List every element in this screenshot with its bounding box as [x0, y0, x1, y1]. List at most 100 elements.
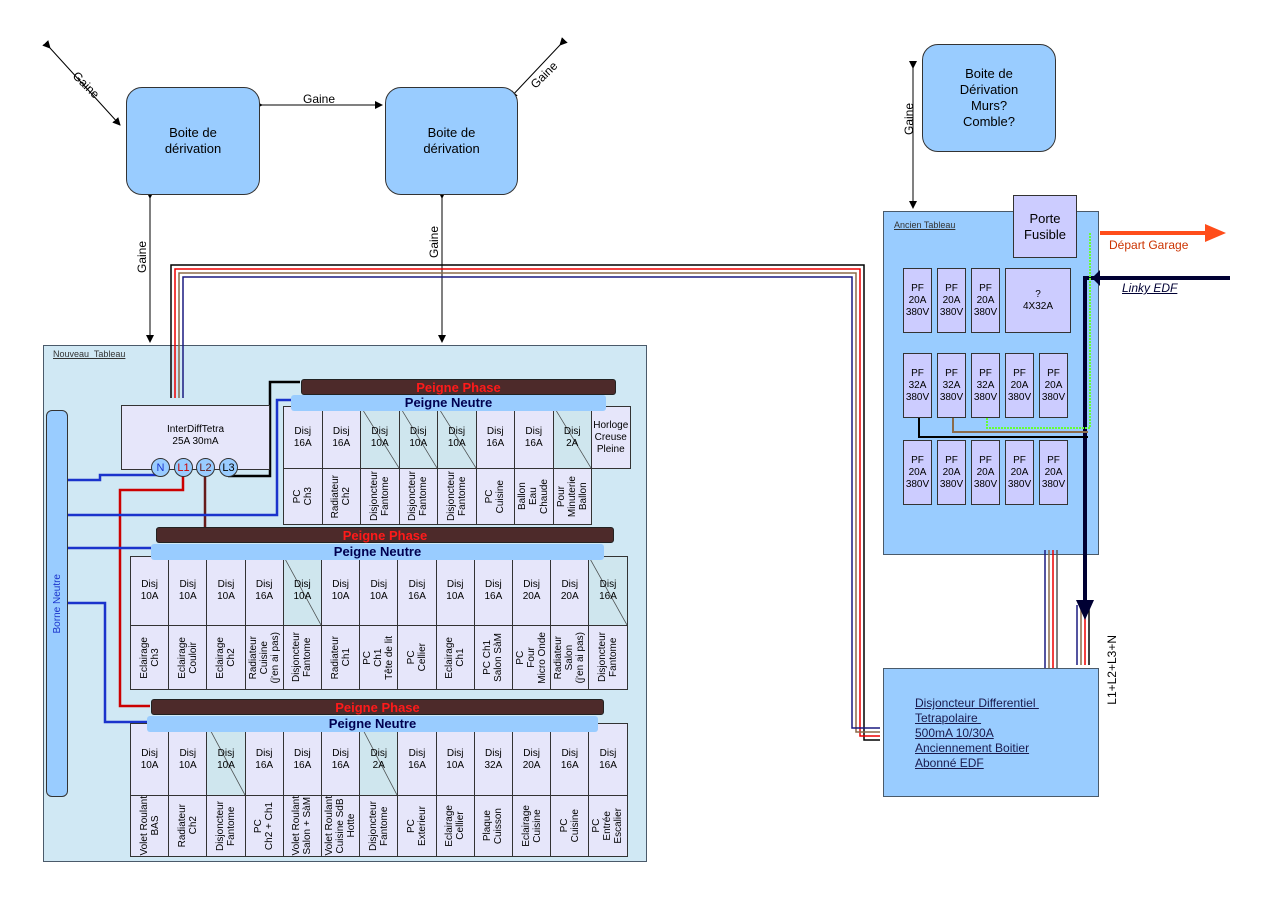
interdiff-label: InterDiffTetra 25A 30mA: [166, 424, 225, 447]
terminal-l3[interactable]: L3: [219, 458, 238, 477]
circuit-label: Eclairage Cuisine: [520, 805, 543, 847]
breaker[interactable]: Disj 10A: [398, 406, 438, 469]
breaker[interactable]: Disj 10A: [168, 556, 208, 626]
terminal-l2[interactable]: L2: [196, 458, 215, 477]
circuit-label: Disjoncteur Fantome: [214, 800, 237, 852]
peigne-neutre: Peigne Neutre: [291, 395, 606, 411]
fuse-holder: PF 20A 380V: [903, 440, 932, 505]
breaker[interactable]: Disj 10A: [435, 556, 475, 626]
breaker-circuit: Radiateur Ch1: [321, 625, 361, 690]
nouveau-tableau-title: Nouveau Tableau: [53, 349, 126, 359]
breaker-circuit: PC Cuisine: [475, 468, 515, 525]
breaker-circuit: Disjoncteur Fantome: [359, 795, 399, 857]
circuit-label: Volet Roulant BAS: [138, 796, 161, 856]
breaker[interactable]: Disj 10A: [168, 723, 208, 796]
fuse-holder: PF 20A 380V: [1039, 440, 1068, 505]
breaker[interactable]: Disj 16A: [397, 556, 437, 626]
gaine-label: Gaine: [427, 225, 442, 259]
circuit-label: Radiateur Salon (j'en ai pas): [553, 631, 587, 684]
breaker[interactable]: Disj 16A: [588, 556, 628, 626]
circuit-label: PC Ch1 Tête de lit: [362, 635, 396, 680]
breaker[interactable]: Disj 32A: [473, 723, 513, 796]
circuit-label: Radiateur Ch2: [176, 804, 199, 848]
breaker[interactable]: Disj 16A: [321, 406, 361, 469]
breaker-circuit: Disjoncteur Fantome: [437, 468, 477, 525]
breaker[interactable]: Horloge Creuse Pleine: [591, 406, 631, 469]
fuse-holder: PF 20A 380V: [971, 268, 1000, 333]
breaker[interactable]: Disj 16A: [244, 556, 284, 626]
breaker[interactable]: Disj 16A: [321, 723, 361, 796]
circuit-label: Eclairage Couloir: [176, 636, 199, 679]
circuit-label: PC Cellier: [405, 643, 428, 672]
fuse-holder: PF 32A 380V: [971, 353, 1000, 418]
breaker[interactable]: Disj 10A: [206, 723, 246, 796]
breaker[interactable]: Disj 10A: [130, 556, 170, 626]
breaker-circuit: Volet Roulant Cuisine SdB Hotte: [321, 795, 361, 857]
breaker[interactable]: Disj 16A: [514, 406, 554, 469]
breaker[interactable]: Disj 10A: [321, 556, 361, 626]
breaker[interactable]: Disj 16A: [588, 723, 628, 796]
gaine-label: Gaine: [902, 102, 917, 136]
derivation-box-murs-comble: Boite de Dérivation Murs? Comble?: [922, 44, 1056, 152]
terminal-l1[interactable]: L1: [174, 458, 193, 477]
fuse-holder: PF 20A 380V: [903, 268, 932, 333]
disjoncteur-edf: Disjoncteur Differentiel Tetrapolaire 50…: [883, 668, 1099, 797]
breaker[interactable]: Disj 20A: [512, 723, 552, 796]
breaker[interactable]: Disj 16A: [282, 723, 322, 796]
gaine-label: Gaine: [303, 92, 336, 106]
breaker-circuit: PC Entrée Escalier: [588, 795, 628, 857]
breaker[interactable]: Disj 20A: [512, 556, 552, 626]
breaker[interactable]: Disj 10A: [360, 406, 400, 469]
peigne-phase: Peigne Phase: [156, 527, 614, 543]
fuse-holder: PF 20A 380V: [971, 440, 1000, 505]
circuit-label: Eclairage Ch1: [444, 636, 467, 679]
terminal-n[interactable]: N: [151, 458, 170, 477]
circuit-label: Volet Roulant Cuisine SdB Hotte: [324, 796, 358, 856]
interdiff-tetra[interactable]: InterDiffTetra 25A 30mA: [121, 405, 270, 470]
fuse-holder: PF 32A 380V: [903, 353, 932, 418]
breaker-circuit: Volet Roulant BAS: [130, 795, 170, 857]
breaker[interactable]: Disj 10A: [359, 556, 399, 626]
breaker-circuit: Eclairage Ch3: [130, 625, 170, 690]
breaker-circuit: Disjoncteur Fantome: [398, 468, 438, 525]
fuse-holder: PF 20A 380V: [937, 440, 966, 505]
fuse-holder: PF 20A 380V: [937, 268, 966, 333]
circuit-label: Pour Minuterie Ballon: [555, 475, 589, 518]
breaker[interactable]: Disj 16A: [244, 723, 284, 796]
circuit-label: Ballon Eau Chaude: [517, 478, 551, 515]
gaine-label: Gaine: [135, 240, 150, 274]
breaker[interactable]: Disj 16A: [397, 723, 437, 796]
breaker-circuit: Ballon Eau Chaude: [514, 468, 554, 525]
circuit-label: Volet Roulant Salon + SàM: [291, 796, 314, 856]
breaker[interactable]: Disj 16A: [475, 406, 515, 469]
breaker[interactable]: Disj 16A: [550, 723, 590, 796]
breaker[interactable]: Disj 16A: [283, 406, 323, 469]
derivation-box: Boite de dérivation: [126, 87, 260, 195]
breaker-circuit: Eclairage Couloir: [168, 625, 208, 690]
breaker[interactable]: Disj 2A: [359, 723, 399, 796]
circuit-label: PC Ch1 Salon SàM: [482, 633, 505, 682]
breaker-circuit: Eclairage Ch1: [435, 625, 475, 690]
breaker[interactable]: Disj 10A: [282, 556, 322, 626]
circuit-label: Radiateur Ch1: [329, 635, 352, 680]
breaker[interactable]: Disj 16A: [473, 556, 513, 626]
circuit-label: PC Ch2 + Ch1: [253, 801, 276, 851]
fuse-holder: PF 32A 380V: [937, 353, 966, 418]
breaker[interactable]: Disj 2A: [552, 406, 592, 469]
breaker-circuit: Radiateur Cuisine (j'en ai pas): [244, 625, 284, 690]
gaine-arrows: [42, 37, 917, 343]
derivation-box: Boite de dérivation: [385, 87, 518, 195]
depart-garage-label: Départ Garage: [1109, 238, 1189, 252]
breaker[interactable]: Disj 10A: [435, 723, 475, 796]
breaker[interactable]: Disj 10A: [437, 406, 477, 469]
breaker[interactable]: Disj 10A: [130, 723, 170, 796]
circuit-label: Eclairage Ch3: [138, 636, 161, 679]
supply-label: L1+L2+L3+N: [1105, 635, 1119, 705]
breaker-circuit: Plaque Cuisson: [473, 795, 513, 857]
breaker-circuit: Radiateur Ch2: [321, 468, 361, 525]
breaker-circuit: PC Ch2 + Ch1: [244, 795, 284, 857]
disjoncteur-edf-label: Disjoncteur Differentiel Tetrapolaire 50…: [915, 696, 1036, 770]
breaker[interactable]: Disj 20A: [550, 556, 590, 626]
breaker[interactable]: Disj 10A: [206, 556, 246, 626]
